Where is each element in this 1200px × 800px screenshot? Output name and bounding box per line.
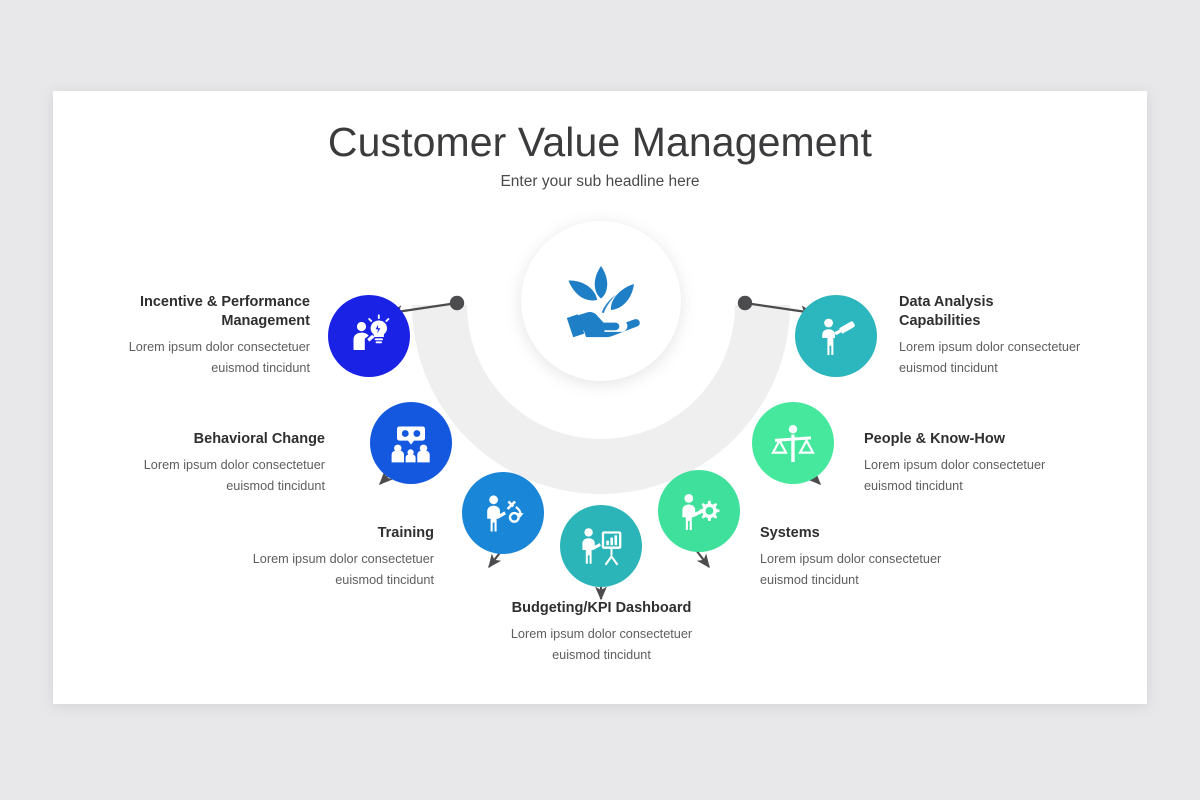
node-desc-training: Lorem ipsum dolor consectetuer euismod t… [252,552,434,588]
connector-dot-incentive [449,295,465,311]
node-text-behavioral-change: Behavioral Change Lorem ipsum dolor cons… [90,430,325,497]
node-heading-data-analysis-capabilities: Data Analysis Capabilities [899,294,994,330]
node-text-systems: Systems Lorem ipsum dolor consectetuer e… [760,524,1008,591]
node-desc-incentive-performance-management: Lorem ipsum dolor consectetuer euismod t… [128,340,310,376]
node-circle-training[interactable] [462,472,544,554]
person-telescope-icon [822,318,855,355]
node-circle-systems[interactable] [658,470,740,552]
node-text-training: Training Lorem ipsum dolor consectetuer … [183,524,434,591]
node-desc-people-know-how: Lorem ipsum dolor consectetuer euismod t… [864,458,1046,494]
node-text-incentive-performance-management: Incentive & Performance Management Lorem… [77,293,310,379]
people-gears-speech-icon [391,426,430,463]
node-text-people-know-how: People & Know-How Lorem ipsum dolor cons… [864,430,1112,497]
node-text-budgeting-kpi-dashboard: Budgeting/KPI Dashboard Lorem ipsum dolo… [448,599,755,666]
node-heading-behavioral-change: Behavioral Change [193,431,325,447]
node-desc-data-analysis-capabilities: Lorem ipsum dolor consectetuer euismod t… [899,340,1081,376]
person-balance-scales-icon [771,425,815,462]
node-desc-budgeting-kpi-dashboard: Lorem ipsum dolor consectetuer euismod t… [510,627,693,663]
node-heading-systems: Systems [760,525,820,541]
node-heading-incentive-performance-management: Incentive & Performance Management [139,294,310,330]
background-arc [412,305,790,494]
node-circle-people-know-how[interactable] [752,402,834,484]
node-circle-behavioral-change[interactable] [370,402,452,484]
hand-holding-plant-icon [566,266,640,338]
diagram-canvas: Incentive & Performance Management Lorem… [53,91,1147,704]
person-gear-icon [682,494,720,530]
node-heading-people-know-how: People & Know-How [864,431,1005,447]
person-presentation-chart-icon [582,528,622,566]
node-heading-training: Training [377,525,434,541]
person-strategy-icon [487,495,524,532]
person-lightbulb-icon [353,314,390,350]
node-circle-budgeting-kpi-dashboard[interactable] [560,505,642,587]
page-title: Customer Value Management [327,119,873,165]
node-desc-behavioral-change: Lorem ipsum dolor consectetuer euismod t… [143,458,325,494]
node-desc-systems: Lorem ipsum dolor consectetuer euismod t… [760,552,942,588]
slide-panel: Customer Value Management Enter your sub… [53,91,1147,704]
node-circle-incentive-performance-management[interactable] [328,295,410,377]
node-circle-data-analysis-capabilities[interactable] [795,295,877,377]
page-subtitle: Enter your sub headline here [500,173,700,190]
center-hub[interactable] [521,221,681,381]
connector-dot-data-analysis [737,295,753,311]
node-heading-budgeting-kpi-dashboard: Budgeting/KPI Dashboard [511,600,692,616]
node-text-data-analysis-capabilities: Data Analysis Capabilities Lorem ipsum d… [899,293,1147,379]
